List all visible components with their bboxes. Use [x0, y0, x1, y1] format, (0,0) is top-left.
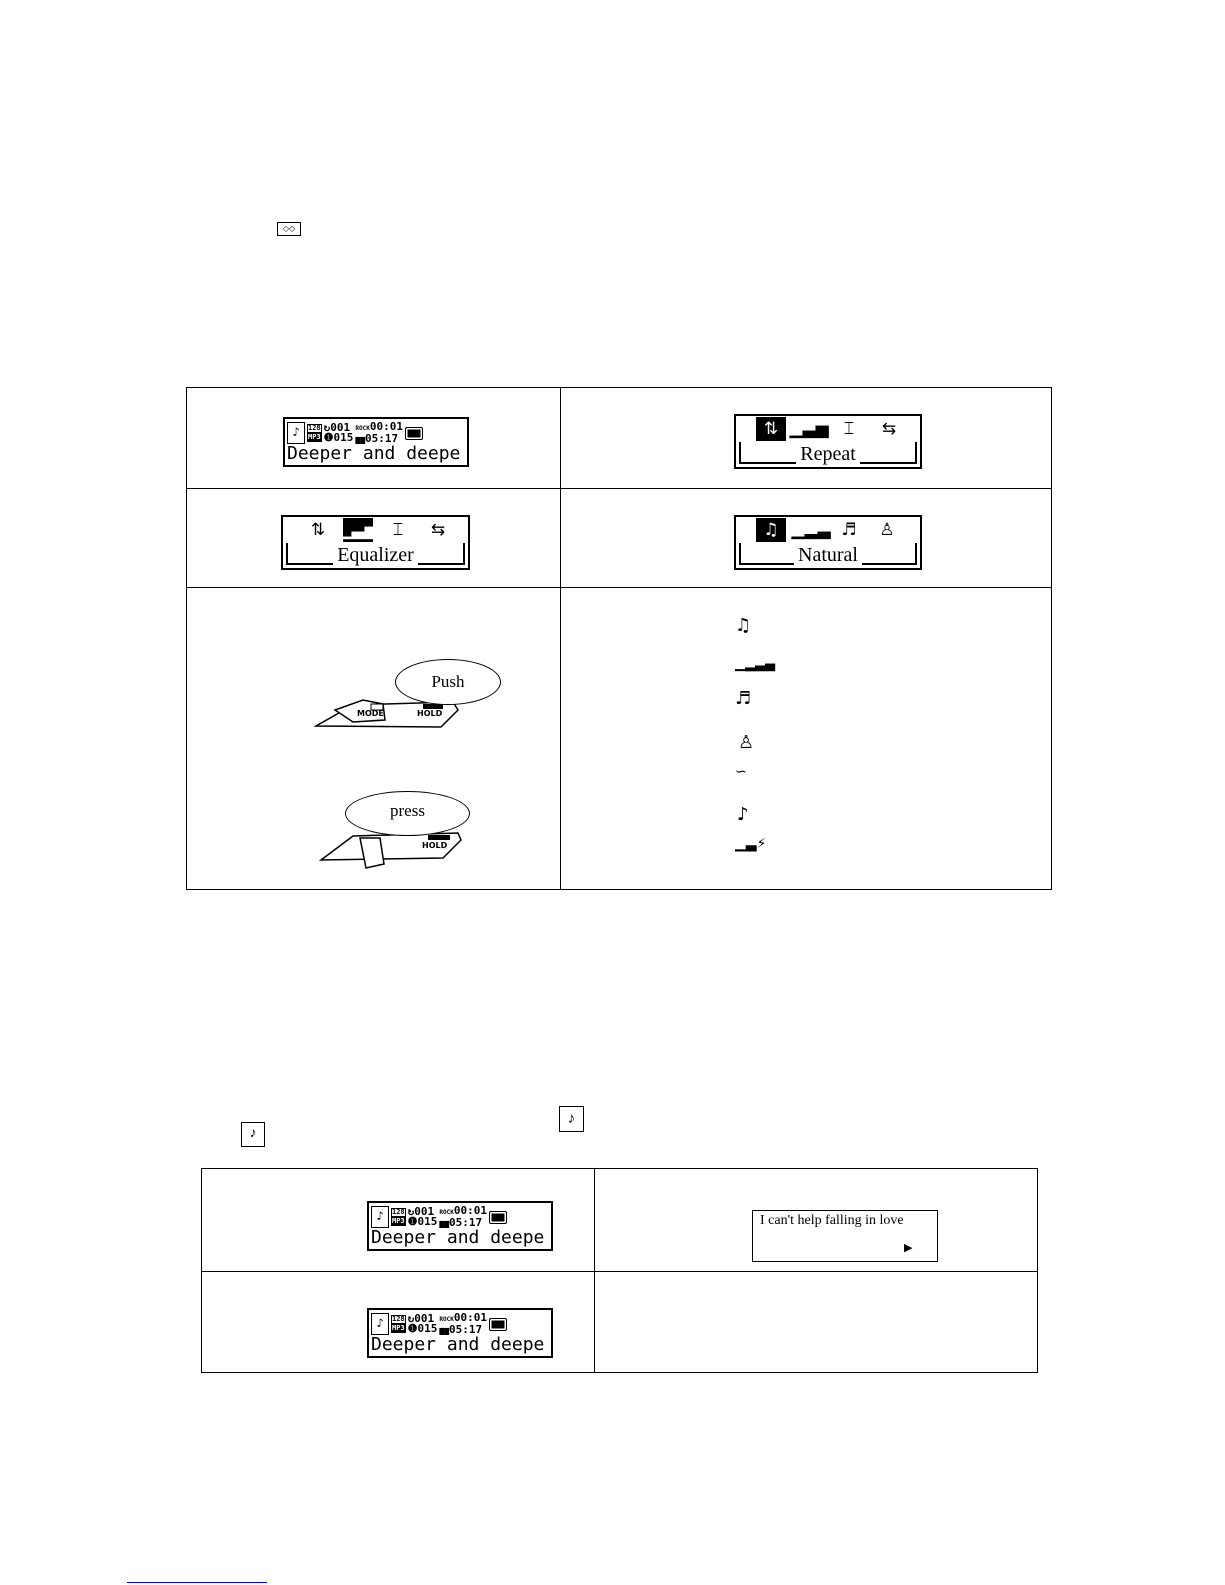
cell-lyrics-screen — [594, 1168, 1038, 1272]
one-icon: ❶ — [407, 1322, 418, 1335]
total-time: 05:17 — [449, 1215, 483, 1229]
repeat-mode-icon: ⇅ — [310, 520, 326, 540]
lyrics-screen: I can't help falling in love ▶ — [752, 1210, 938, 1262]
lyrics-table — [201, 1168, 1038, 1373]
eq-tag: ROCK — [439, 1208, 454, 1216]
soft-eq-icon: ∽ — [735, 764, 747, 780]
format-badge: MP3 — [391, 1324, 406, 1333]
bitrate-badge: 128 — [391, 1315, 406, 1324]
folder-number: 015 — [417, 1215, 438, 1228]
press-bubble: press — [345, 791, 470, 836]
track-number: 001 — [414, 1205, 435, 1218]
rock-eq-icon: ▁▂▃ — [791, 520, 831, 540]
push-illustration — [313, 699, 459, 728]
pop-eq-icon: ♬ — [735, 688, 752, 709]
lyrics-file-icon: ♪ — [241, 1122, 265, 1147]
song-title: Deeper and deepe — [371, 1334, 545, 1355]
natural-label: Natural — [794, 544, 862, 566]
one-icon: ❶ — [407, 1215, 418, 1228]
tempo-icon: ⇆ — [430, 520, 446, 540]
song-title: Deeper and deepe — [371, 1227, 545, 1248]
footer-link-underline[interactable] — [127, 1582, 267, 1583]
format-badge: MP3 — [391, 1217, 406, 1226]
battery-icon — [488, 1210, 507, 1224]
hold-key-label: HOLD — [417, 709, 443, 718]
bitrate-badge: 128 — [307, 424, 322, 433]
ab-repeat-icon: ⌶ — [392, 520, 404, 540]
natural-eq-icon: ♫ — [735, 615, 752, 636]
tempo-icon: ⇆ — [881, 419, 897, 439]
elapsed-time: 00:01 — [453, 1203, 487, 1217]
total-time: 05:17 — [449, 1322, 483, 1336]
volume-bar-icon: ▆▆ — [439, 1218, 450, 1228]
lcd-playing-screen-3: ♪ 128 MP3 ↻001 ❶015 ROCK00:01 ▆▆05:17 De… — [367, 1308, 553, 1358]
natural-eq-icon: ♫ — [756, 518, 786, 542]
elapsed-time: 00:01 — [453, 1310, 487, 1324]
track-number: 001 — [330, 421, 351, 434]
repeat-menu: ⇅ ▁▃▅ ⌶ ⇆ Repeat — [734, 414, 922, 469]
press-label: press — [390, 801, 425, 820]
equalizer-menu: ⇅ ▁▃▅ ⌶ ⇆ Equalizer — [281, 515, 470, 570]
lyrics-play-arrow: ▶ — [904, 1241, 913, 1254]
repeat-icon: ↻ — [407, 1205, 415, 1218]
eq-tag: ROCK — [355, 424, 370, 432]
classic-eq-icon: ♙ — [879, 520, 895, 540]
repeat-mode-icon: ⇅ — [756, 417, 786, 441]
repeat-icon: ↻ — [323, 421, 331, 434]
pop-eq-icon: ♬ — [841, 520, 857, 540]
battery-icon — [404, 426, 423, 440]
ab-repeat-icon: ⌶ — [843, 419, 855, 439]
cell-empty — [594, 1271, 1038, 1373]
hold-key-label-2: HOLD — [422, 841, 448, 850]
format-badge: MP3 — [307, 433, 322, 442]
classic-eq-icon: ♙ — [738, 732, 755, 753]
repeat-label: Repeat — [796, 443, 860, 465]
total-time: 05:17 — [365, 431, 399, 445]
cell-eq-legend — [560, 587, 1052, 890]
volume-bar-icon: ▆▆ — [355, 434, 366, 444]
music-file-icon: ♪ — [371, 1313, 389, 1335]
music-file-icon: ♪ — [287, 422, 305, 444]
track-number: 001 — [414, 1312, 435, 1325]
natural-eq-menu: ♫ ▁▂▃ ♬ ♙ Natural — [734, 515, 922, 570]
mode-key-label: MODE — [357, 709, 384, 718]
song-title: Deeper and deepe — [287, 443, 461, 464]
elapsed-time: 00:01 — [369, 419, 403, 433]
equalizer-icon: ▁▃▅ — [789, 419, 829, 439]
rock-eq-icon: ▁▂▃▄ — [735, 657, 775, 672]
bitrate-badge: 128 — [391, 1208, 406, 1217]
lyrics-line: I can't help falling in love — [760, 1213, 904, 1228]
press-illustration — [318, 832, 462, 869]
one-icon: ❶ — [323, 431, 334, 444]
lcd-playing-screen: ♪ 128 MP3 ↻001 ❶015 ROCK00:01 ▆▆05:17 De… — [283, 417, 469, 467]
equalizer-icon: ▁▃▅ — [338, 518, 378, 542]
eq-tag: ROCK — [439, 1315, 454, 1323]
dbb-eq-icon: ▁▃⚡ — [735, 836, 767, 852]
push-label: Push — [431, 672, 465, 691]
battery-icon — [488, 1317, 507, 1331]
eq-settings-table — [186, 387, 1052, 890]
folder-number: 015 — [417, 1322, 438, 1335]
repeat-icon: ↻ — [407, 1312, 415, 1325]
jazz-eq-icon: ♪ — [737, 804, 749, 825]
music-file-icon: ♪ — [559, 1106, 584, 1132]
lcd-playing-screen-2: ♪ 128 MP3 ↻001 ❶015 ROCK00:01 ▆▆05:17 De… — [367, 1201, 553, 1251]
folder-number: 015 — [333, 431, 354, 444]
lcd-status-row: ♪ 128 MP3 ↻001 ❶015 ROCK00:01 ▆▆05:17 — [287, 421, 423, 445]
dual-arrow-key-icon: ◇◇ — [277, 222, 301, 236]
volume-bar-icon: ▆▆ — [439, 1325, 450, 1335]
push-bubble: Push — [395, 659, 501, 705]
equalizer-label: Equalizer — [333, 544, 418, 566]
music-file-icon: ♪ — [371, 1206, 389, 1228]
